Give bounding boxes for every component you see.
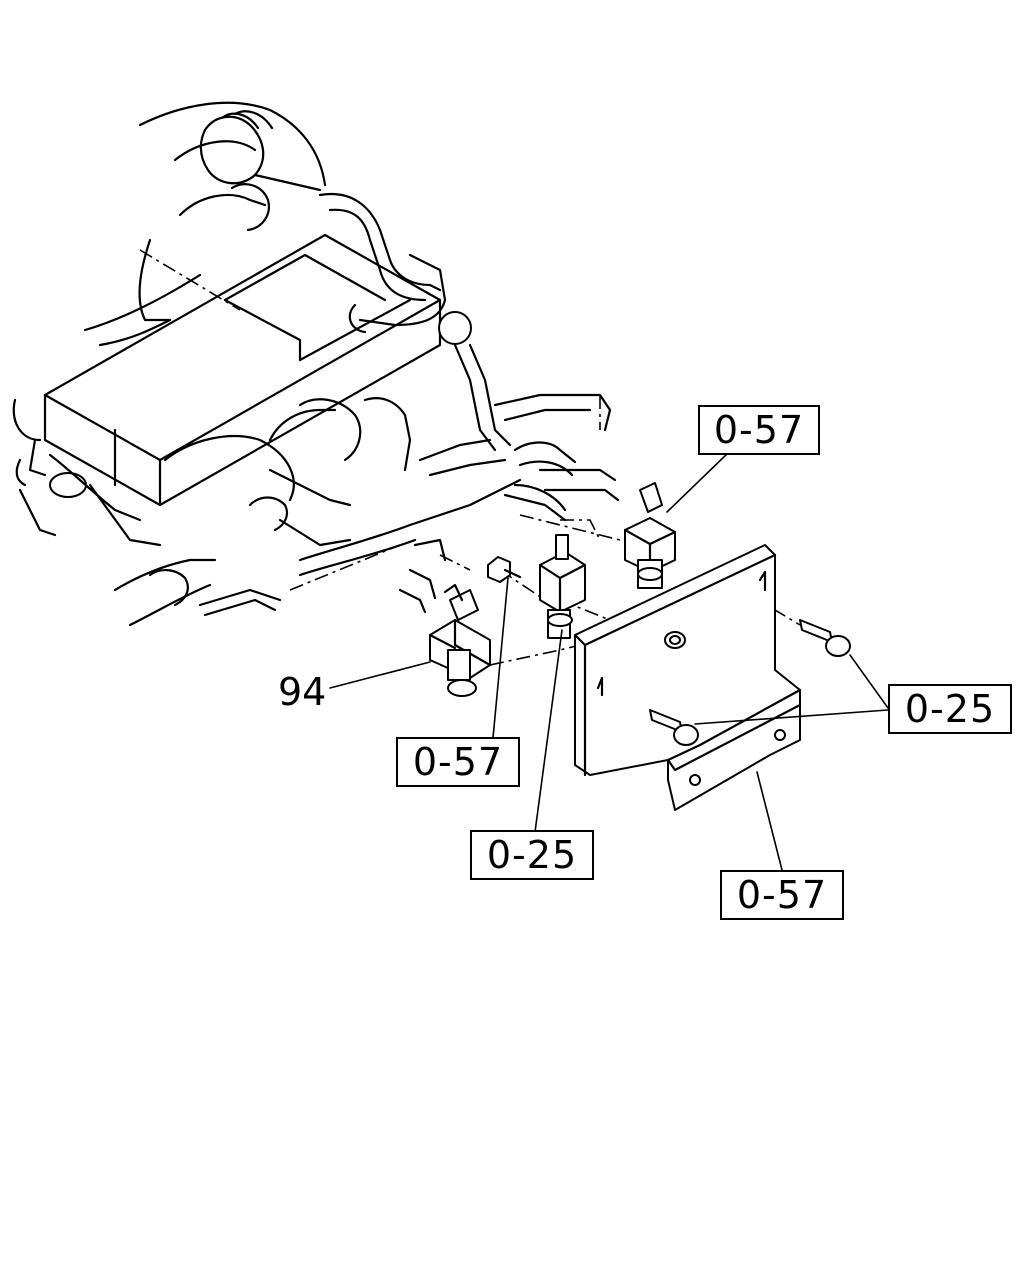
callout-top-right: 0-57 bbox=[698, 405, 820, 455]
leader-lines bbox=[329, 452, 889, 871]
callout-left-bottom: 0-57 bbox=[396, 737, 520, 787]
small-bolt bbox=[487, 556, 522, 583]
engine-cover bbox=[43, 233, 442, 507]
vacuum-switch-center bbox=[538, 534, 587, 639]
vacuum-hoses bbox=[398, 441, 620, 614]
middle-pipes bbox=[248, 393, 612, 591]
callout-center-bottom: 0-25 bbox=[470, 830, 594, 880]
callout-right: 0-25 bbox=[888, 684, 1012, 734]
callout-bracket: 0-57 bbox=[720, 870, 844, 920]
vacuum-switch-right bbox=[623, 482, 677, 589]
part-label-94: 94 bbox=[278, 670, 327, 714]
bracket-bolts bbox=[649, 619, 851, 746]
vacuum-switch-left bbox=[428, 583, 492, 697]
upper-hose bbox=[318, 192, 512, 452]
mounting-bracket bbox=[573, 544, 802, 811]
left-engine-pipes bbox=[12, 398, 282, 627]
intake-hose bbox=[138, 101, 327, 322]
